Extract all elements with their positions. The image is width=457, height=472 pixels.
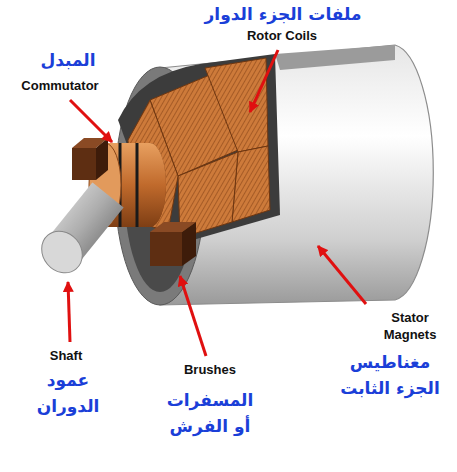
part-label-ar: مغناطيس الجزء الثابت	[330, 350, 450, 401]
part-label: Shaft	[26, 348, 106, 365]
shaft	[33, 195, 108, 281]
brush-side	[96, 138, 108, 180]
part-label-ar: ملفات الجزء الدوار	[163, 2, 403, 28]
part-label-ar: عمود الدوران	[31, 368, 106, 419]
coil-winding	[205, 58, 268, 152]
part-label: Stator Magnets	[374, 310, 446, 344]
leader-arrow	[180, 276, 206, 356]
leader-arrow	[318, 246, 366, 304]
part-label-ar: المسفرات أو الفرش	[163, 388, 258, 439]
brushes	[72, 138, 196, 266]
brush-side	[182, 222, 196, 266]
part-label: Brushes	[160, 362, 260, 379]
housing-cut-edge	[275, 45, 395, 70]
part-label: Commutator	[5, 78, 115, 95]
brush-front	[150, 232, 182, 266]
commutator-gap	[136, 143, 139, 227]
leader-arrow	[68, 282, 70, 342]
leader-arrows	[68, 50, 366, 356]
leader-arrow	[250, 50, 278, 112]
leader-arrow	[70, 100, 112, 142]
shaft-end	[33, 223, 90, 281]
brush-front	[72, 148, 96, 180]
part-label-ar: المبدل	[18, 48, 118, 74]
part-label: Rotor Coils	[222, 28, 342, 45]
